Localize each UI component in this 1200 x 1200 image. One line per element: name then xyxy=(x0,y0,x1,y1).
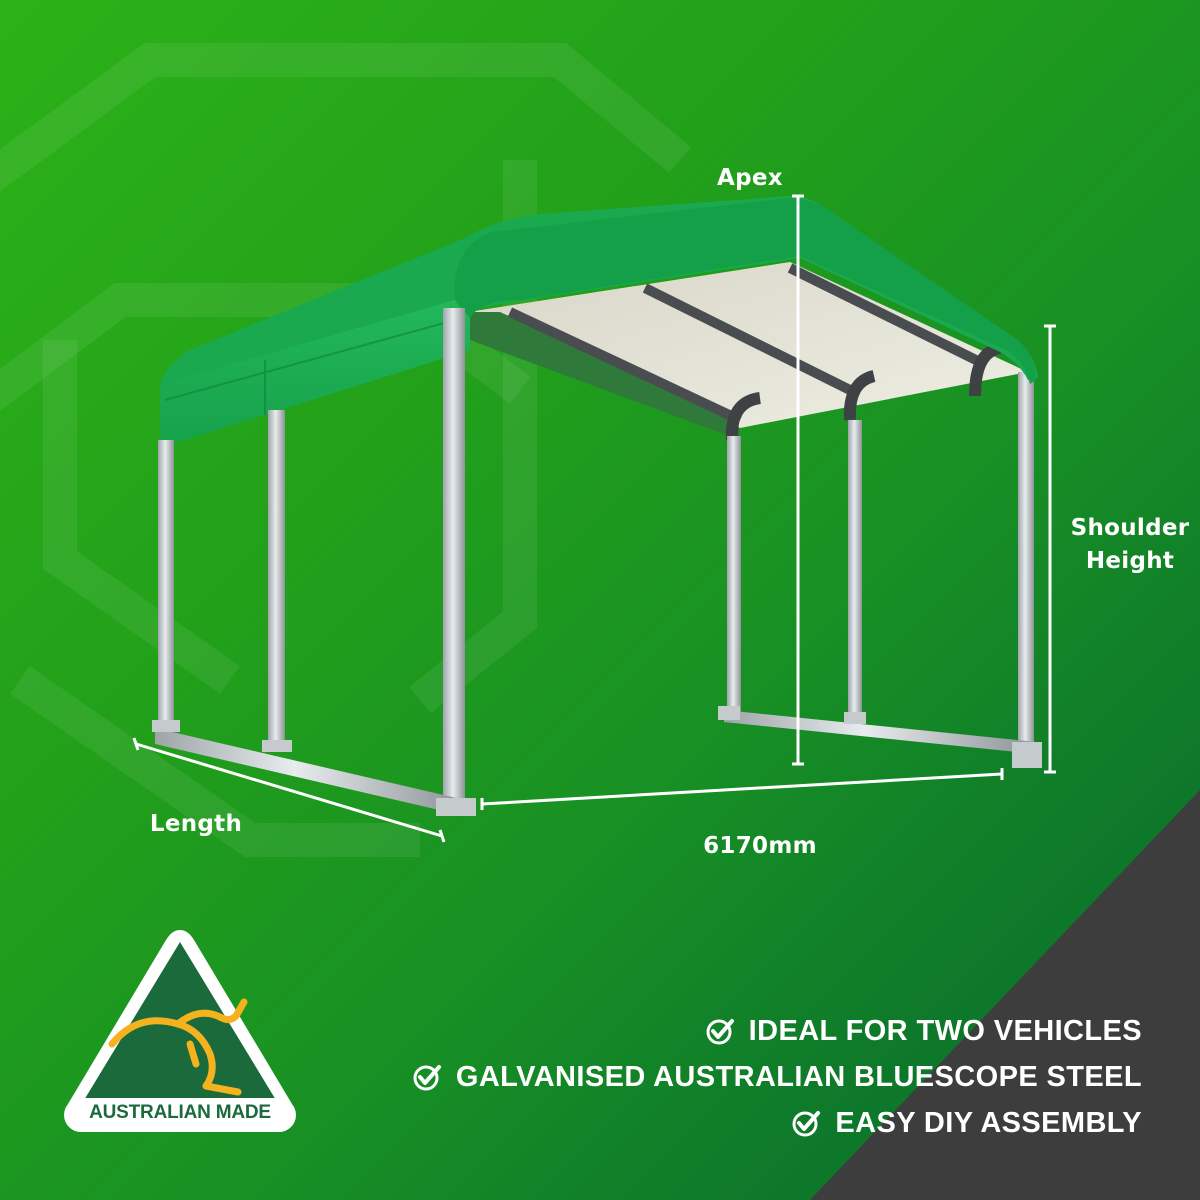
feature-item: GALVANISED AUSTRALIAN BLUESCOPE STEEL xyxy=(282,1054,1142,1100)
kangaroo-icon xyxy=(108,998,248,1096)
australian-made-badge: AUSTRALIAN MADE xyxy=(60,926,300,1136)
apex-label: Apex xyxy=(717,165,783,191)
shoulder-label-line2: Height xyxy=(1085,548,1175,575)
badge-graphic xyxy=(64,930,296,1132)
feature-text: EASY DIY ASSEMBLY xyxy=(835,1106,1142,1139)
badge-text: AUSTRALIAN MADE xyxy=(89,1102,271,1123)
back-posts xyxy=(727,372,1034,750)
roof-front-edge xyxy=(454,198,1036,384)
dimension-lines xyxy=(132,194,1056,843)
front-posts xyxy=(158,308,465,808)
dark-corner xyxy=(810,790,1200,1200)
front-base-rail xyxy=(155,728,465,816)
check-circle-icon xyxy=(706,1019,734,1045)
feature-item: IDEAL FOR TWO VEHICLES xyxy=(282,1008,1142,1054)
feature-text: GALVANISED AUSTRALIAN BLUESCOPE STEEL xyxy=(455,1060,1142,1093)
feature-list: IDEAL FOR TWO VEHICLES GALVANISED AUSTRAL… xyxy=(282,1008,1142,1146)
shoulder-label-line1: Shoulder xyxy=(1070,515,1190,541)
shoulder-height-label: Shoulder Height xyxy=(1060,512,1200,579)
roof-ceiling xyxy=(468,262,1028,428)
roof-purlins xyxy=(507,263,983,425)
feature-text: IDEAL FOR TWO VEHICLES xyxy=(748,1014,1142,1047)
back-base-rail xyxy=(724,710,1036,754)
roof-seams xyxy=(164,319,456,415)
width-dimension-line xyxy=(481,772,1003,806)
width-label: 6170mm xyxy=(703,833,817,859)
check-circle-icon xyxy=(413,1065,441,1091)
base-plates xyxy=(152,706,1042,816)
length-label: Length xyxy=(149,811,243,837)
feature-item: EASY DIY ASSEMBLY xyxy=(282,1100,1142,1146)
length-dimension-line xyxy=(135,742,443,838)
check-circle-icon xyxy=(792,1111,821,1137)
roof-inner-shadow xyxy=(468,312,740,440)
